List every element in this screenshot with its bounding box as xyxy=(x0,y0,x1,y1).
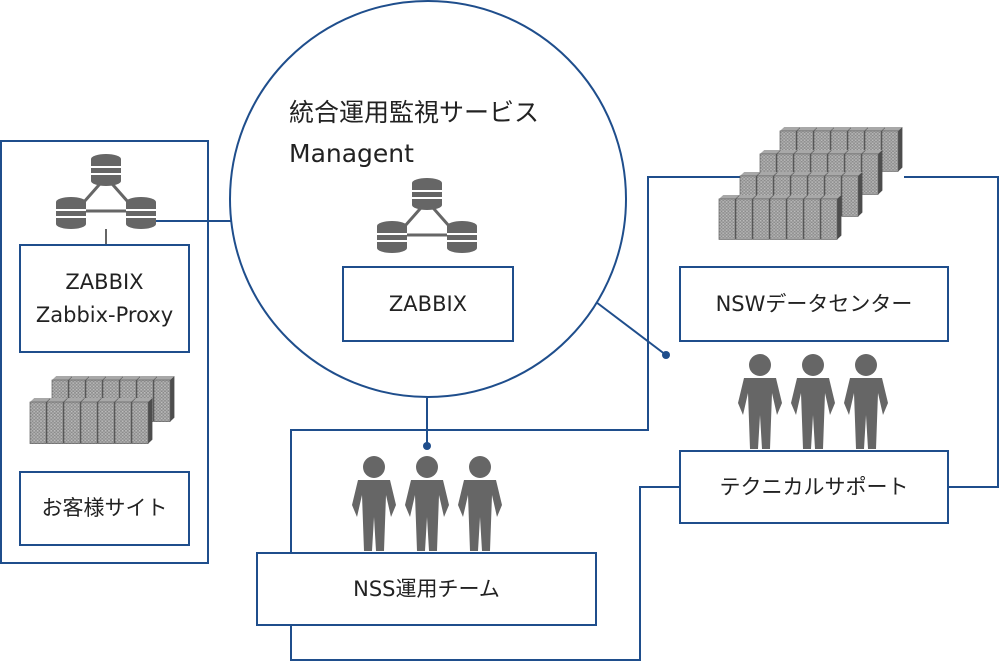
customer-site-label: お客様サイト xyxy=(41,496,168,521)
customer-server-rack-icon xyxy=(29,375,175,444)
service-title: 統合運用監視サービス Managent xyxy=(289,98,540,168)
operations-team-people-icon xyxy=(352,456,502,551)
link-service-to-datacenter xyxy=(595,301,667,356)
technical-support-label: テクニカルサポート xyxy=(719,474,909,499)
zabbix-topology-icon xyxy=(55,153,157,230)
datacenter-label: NSWデータセンター xyxy=(715,291,913,316)
service-zabbix-box: ZABBIX xyxy=(342,266,514,342)
datacenter-box: NSWデータセンター xyxy=(679,266,949,342)
link-datacenter-to-operations xyxy=(290,176,748,552)
customer-site-box: お客様サイト xyxy=(19,471,190,546)
customer-zabbix-box: ZABBIX Zabbix-Proxy xyxy=(19,244,190,353)
link-operations-to-support xyxy=(290,486,680,661)
technical-support-box: テクニカルサポート xyxy=(679,450,949,524)
datacenter-server-rack-icon xyxy=(718,126,903,240)
connector-lines xyxy=(130,176,999,661)
service-zabbix-label: ZABBIX xyxy=(388,291,468,316)
customer-site-frame xyxy=(0,140,209,564)
operations-team-label: NSS運用チーム xyxy=(353,576,500,601)
link-endpoint-dot xyxy=(423,442,431,450)
operations-team-box: NSS運用チーム xyxy=(256,552,597,626)
zabbix-topology-icon xyxy=(376,177,478,254)
customer-zabbix-label: ZABBIX Zabbix-Proxy xyxy=(35,269,174,327)
link-endpoint-dot xyxy=(662,351,670,359)
link-datacenter-to-support xyxy=(904,176,999,488)
support-team-people-icon xyxy=(738,354,888,449)
